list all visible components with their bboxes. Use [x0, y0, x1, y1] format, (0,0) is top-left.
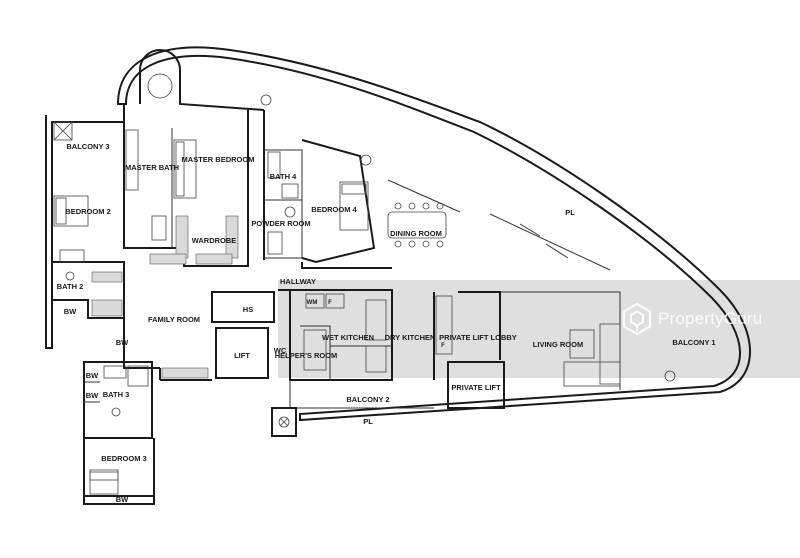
label-f-1: F: [328, 300, 332, 306]
label-bedroom-3: BEDROOM 3: [101, 454, 146, 463]
label-bw-4: BW: [86, 391, 99, 400]
label-helpers-room: HELPER'S ROOM: [275, 351, 338, 360]
outer-envelope: [116, 46, 751, 422]
watermark-band: [278, 280, 800, 378]
label-living-room: LIVING ROOM: [533, 340, 583, 349]
label-hs: HS: [243, 305, 253, 314]
label-bedroom-2: BEDROOM 2: [65, 207, 110, 216]
label-bath-2: BATH 2: [57, 282, 84, 291]
label-lift: LIFT: [234, 351, 250, 360]
label-private-lift-lobby: PRIVATE LIFT LOBBY: [439, 333, 517, 342]
label-bw-5: BW: [116, 495, 129, 504]
label-family-room: FAMILY ROOM: [148, 315, 200, 324]
label-bw-1: BW: [64, 307, 77, 316]
label-powder-room: POWDER ROOM: [251, 219, 310, 228]
label-f-2: F: [441, 343, 445, 349]
label-pl-2: PL: [363, 417, 373, 426]
label-bw-2: BW: [116, 338, 129, 347]
label-hallway: HALLWAY: [280, 277, 316, 286]
label-private-lift: PRIVATE LIFT: [451, 383, 501, 392]
label-bedroom-4: BEDROOM 4: [311, 205, 357, 214]
label-balcony-2: BALCONY 2: [346, 395, 389, 404]
label-master-bath: MASTER BATH: [125, 163, 179, 172]
label-bath-4: BATH 4: [270, 172, 297, 181]
fixtures: [53, 73, 676, 495]
watermark: PropertyGuru: [622, 302, 762, 336]
room-labels: BALCONY 3 MASTER BATH MASTER BEDROOM BAT…: [57, 142, 716, 504]
label-master-bedroom: MASTER BEDROOM: [182, 155, 255, 164]
propertyguru-logo-icon: [622, 303, 652, 335]
walls: [45, 49, 621, 505]
label-bw-3: BW: [86, 371, 99, 380]
label-wardrobe: WARDROBE: [192, 236, 237, 245]
label-dining-room: DINING ROOM: [390, 229, 442, 238]
label-pl-1: PL: [565, 208, 575, 217]
label-dry-kitchen: DRY KITCHEN: [385, 333, 436, 342]
label-bath-3: BATH 3: [103, 390, 130, 399]
label-wet-kitchen: WET KITCHEN: [322, 333, 374, 342]
label-wm: WM: [307, 300, 318, 306]
label-balcony-3: BALCONY 3: [66, 142, 109, 151]
label-balcony-1: BALCONY 1: [672, 338, 715, 347]
label-wc: WC: [274, 346, 287, 355]
watermark-brand-text: PropertyGuru: [658, 309, 763, 328]
